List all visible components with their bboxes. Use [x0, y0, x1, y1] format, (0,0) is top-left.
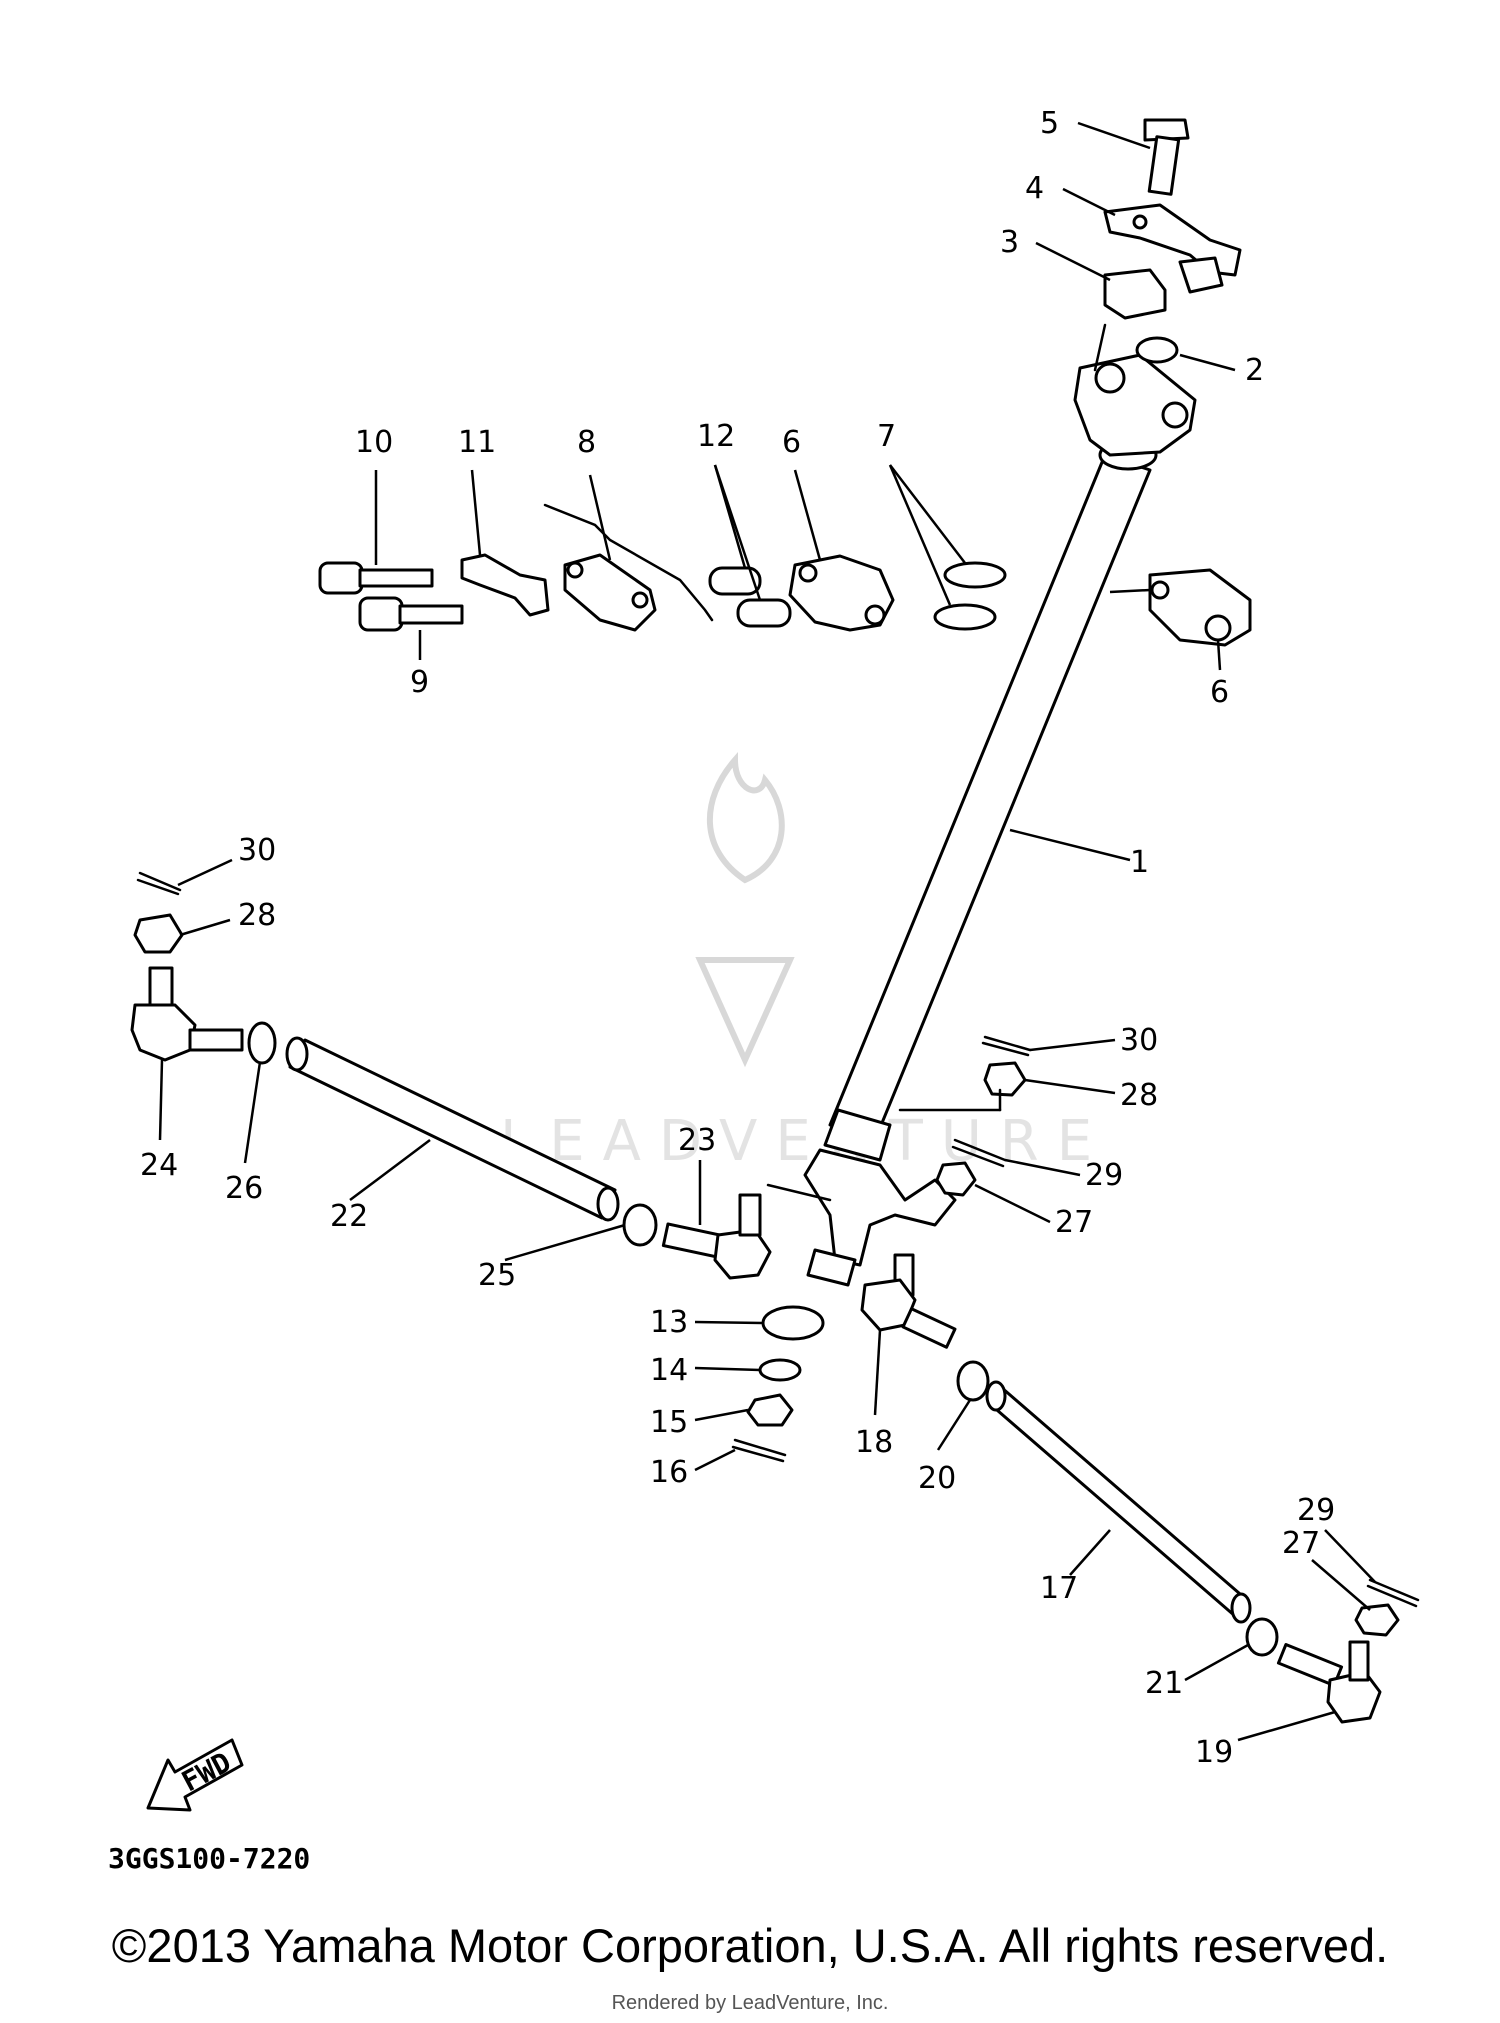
callout-28-right: 28 [1120, 1078, 1158, 1113]
nut-21 [1245, 1617, 1279, 1657]
tie-rod-17 [985, 1380, 1252, 1624]
washer-13 [761, 1305, 825, 1341]
bolt-5 [1143, 118, 1190, 196]
callout-20: 20 [918, 1461, 956, 1496]
callout-26: 26 [225, 1171, 263, 1206]
callout-30-right: 30 [1120, 1023, 1158, 1058]
washers-7 [933, 561, 1007, 631]
callout-24: 24 [140, 1148, 178, 1183]
callout-2: 2 [1245, 353, 1264, 388]
nut-25 [622, 1203, 658, 1247]
nut-26 [247, 1021, 277, 1065]
plate-4 [1103, 203, 1242, 277]
cotter-pin-29-lower [1366, 1578, 1420, 1608]
cotter-pin-30-right [981, 1035, 1032, 1057]
callout-19: 19 [1195, 1735, 1233, 1770]
callout-numbers: 5 4 3 2 10 11 8 12 6 7 6 9 1 30 28 24 26… [140, 106, 1335, 1770]
callout-17: 17 [1040, 1571, 1078, 1606]
bolt-10 [318, 561, 434, 595]
callout-29-right: 29 [1085, 1158, 1123, 1193]
callout-18: 18 [855, 1425, 893, 1460]
tie-rod-end-23 [661, 1193, 772, 1280]
tie-rod-end-18 [860, 1253, 957, 1349]
cotter-pin-30-left [136, 871, 182, 896]
copyright-notice: ©2013 Yamaha Motor Corporation, U.S.A. A… [111, 1919, 1389, 1972]
callout-1: 1 [1130, 845, 1149, 880]
bracket-6-left [788, 554, 895, 632]
callout-6-right: 6 [1210, 675, 1229, 710]
cotter-pin-29-right [951, 1138, 1007, 1168]
cap-2 [1135, 336, 1179, 364]
tie-rod-end-24 [130, 966, 244, 1062]
callout-10: 10 [355, 425, 393, 460]
callout-3: 3 [1000, 225, 1019, 260]
bracket-6-right [1148, 568, 1252, 647]
callout-21: 21 [1145, 1666, 1183, 1701]
rendered-by-notice: Rendered by LeadVenture, Inc. [611, 1992, 889, 2014]
callout-6-left: 6 [782, 425, 801, 460]
callout-15: 15 [650, 1405, 688, 1440]
callout-28-left: 28 [238, 898, 276, 933]
callout-22: 22 [330, 1199, 368, 1234]
callout-30-left: 30 [238, 833, 276, 868]
bolt-9 [358, 596, 464, 632]
cable-guide-8 [543, 503, 714, 632]
nut-28-left [133, 913, 184, 954]
clamp-3 [1103, 256, 1224, 320]
callout-12: 12 [697, 419, 735, 454]
tie-rod-end-19 [1276, 1640, 1382, 1724]
callout-14: 14 [650, 1353, 688, 1388]
watermark-text: LEADVENTURE [500, 1109, 1110, 1174]
callout-13: 13 [650, 1305, 688, 1340]
callout-16: 16 [650, 1455, 688, 1490]
leader-lines [158, 121, 1376, 1742]
cotter-pin-16 [731, 1438, 787, 1463]
callout-8: 8 [577, 425, 596, 460]
callout-29-lower: 29 [1297, 1493, 1335, 1528]
callout-4: 4 [1025, 171, 1044, 206]
callout-11: 11 [458, 425, 496, 460]
callout-27-lower: 27 [1282, 1526, 1320, 1561]
callout-25: 25 [478, 1258, 516, 1293]
nut-28-right [983, 1061, 1027, 1097]
leadventure-watermark: LEADVENTURE [500, 752, 1110, 1174]
callout-27-right: 27 [1055, 1205, 1093, 1240]
forward-arrow-icon: FWD [146, 1738, 244, 1812]
nut-15 [746, 1393, 794, 1427]
nut-27-right [935, 1161, 977, 1197]
washer-14 [758, 1358, 802, 1382]
callout-5: 5 [1040, 106, 1059, 141]
callout-9: 9 [410, 665, 429, 700]
collars-12 [708, 566, 792, 628]
bracket-11 [460, 553, 550, 617]
tie-rod-22 [285, 1036, 620, 1222]
part-code: 3GGS100-7220 [108, 1842, 310, 1875]
callout-23: 23 [678, 1123, 716, 1158]
nut-27-lower [1354, 1603, 1400, 1637]
nut-20 [956, 1360, 990, 1402]
callout-7: 7 [877, 419, 896, 454]
steering-shaft [803, 353, 1197, 1287]
